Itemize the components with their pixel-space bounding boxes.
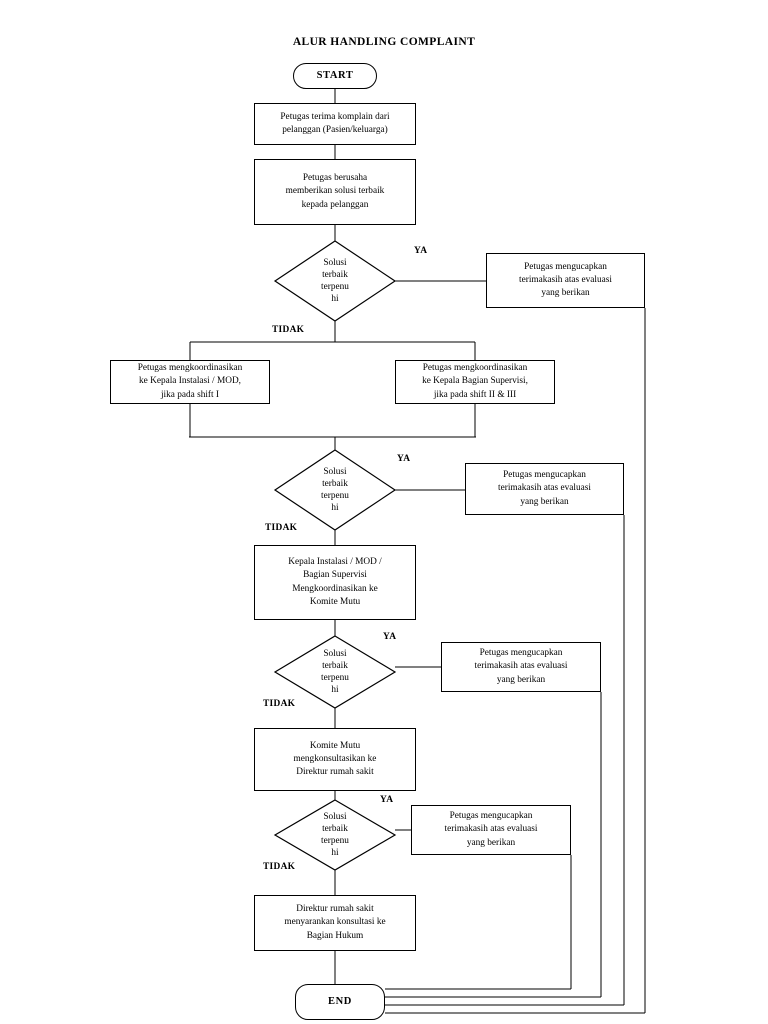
process-consult-direktur[interactable]: Komite Mutu mengkonsultasikan ke Direktu… (254, 728, 416, 791)
process-thanks-1[interactable]: Petugas mengucapkan terimakasih atas eva… (486, 253, 645, 308)
start-node[interactable]: START (293, 63, 377, 89)
process-coordinate-shift-2-3-label: Petugas mengkoordinasikan ke Kepala Bagi… (422, 363, 528, 400)
process-coordinate-shift-2-3[interactable]: Petugas mengkoordinasikan ke Kepala Bagi… (395, 360, 555, 404)
process-coordinate-komite-mutu-label: Kepala Instalasi / MOD / Bagian Supervis… (288, 557, 382, 607)
edge-label-no-3: TIDAK (263, 699, 296, 709)
process-thanks-2[interactable]: Petugas mengucapkan terimakasih atas eva… (465, 463, 624, 515)
edge-label-no-1: TIDAK (272, 325, 305, 335)
process-receive-complaint-label: Petugas terima komplain dari pelanggan (… (280, 111, 390, 135)
process-consult-bagian-hukum[interactable]: Direktur rumah sakit menyarankan konsult… (254, 895, 416, 951)
process-best-effort-label: Petugas berusaha memberikan solusi terba… (285, 173, 385, 210)
end-node-label: END (328, 995, 352, 1007)
process-consult-bagian-hukum-label: Direktur rumah sakit menyarankan konsult… (284, 904, 386, 941)
edge-label-yes-4: YA (380, 795, 394, 805)
process-receive-complaint[interactable]: Petugas terima komplain dari pelanggan (… (254, 103, 416, 145)
process-thanks-3[interactable]: Petugas mengucapkan terimakasih atas eva… (441, 642, 601, 692)
decision-solution-met-1[interactable]: Solusi terbaik terpenu hi (273, 240, 397, 322)
process-thanks-4-label: Petugas mengucapkan terimakasih atas eva… (444, 811, 538, 848)
process-thanks-2-label: Petugas mengucapkan terimakasih atas eva… (498, 470, 591, 507)
edge-label-yes-1: YA (414, 246, 428, 256)
decision-solution-met-2[interactable]: Solusi terbaik terpenu hi (273, 449, 397, 531)
process-thanks-1-label: Petugas mengucapkan terimakasih atas eva… (519, 261, 612, 299)
end-node[interactable]: END (295, 984, 385, 1020)
decision-solution-met-4[interactable]: Solusi terbaik terpenu hi (273, 799, 397, 871)
diagram-title: ALUR HANDLING COMPLAINT (292, 36, 476, 48)
process-coordinate-komite-mutu[interactable]: Kepala Instalasi / MOD / Bagian Supervis… (254, 545, 416, 620)
edge-label-no-2: TIDAK (265, 523, 298, 533)
process-coordinate-shift-1-label: Petugas mengkoordinasikan ke Kepala Inst… (137, 363, 243, 400)
process-thanks-4[interactable]: Petugas mengucapkan terimakasih atas eva… (411, 805, 571, 855)
decision-solution-met-3[interactable]: Solusi terbaik terpenu hi (273, 635, 397, 709)
process-thanks-3-label: Petugas mengucapkan terimakasih atas eva… (474, 648, 568, 685)
edge-label-yes-2: YA (397, 454, 411, 464)
process-coordinate-shift-1[interactable]: Petugas mengkoordinasikan ke Kepala Inst… (110, 360, 270, 404)
process-best-effort[interactable]: Petugas berusaha memberikan solusi terba… (254, 159, 416, 225)
edge-label-no-4: TIDAK (263, 862, 296, 872)
start-node-label: START (316, 69, 354, 81)
edge-label-yes-3: YA (383, 632, 397, 642)
process-consult-direktur-label: Komite Mutu mengkonsultasikan ke Direktu… (293, 740, 377, 778)
